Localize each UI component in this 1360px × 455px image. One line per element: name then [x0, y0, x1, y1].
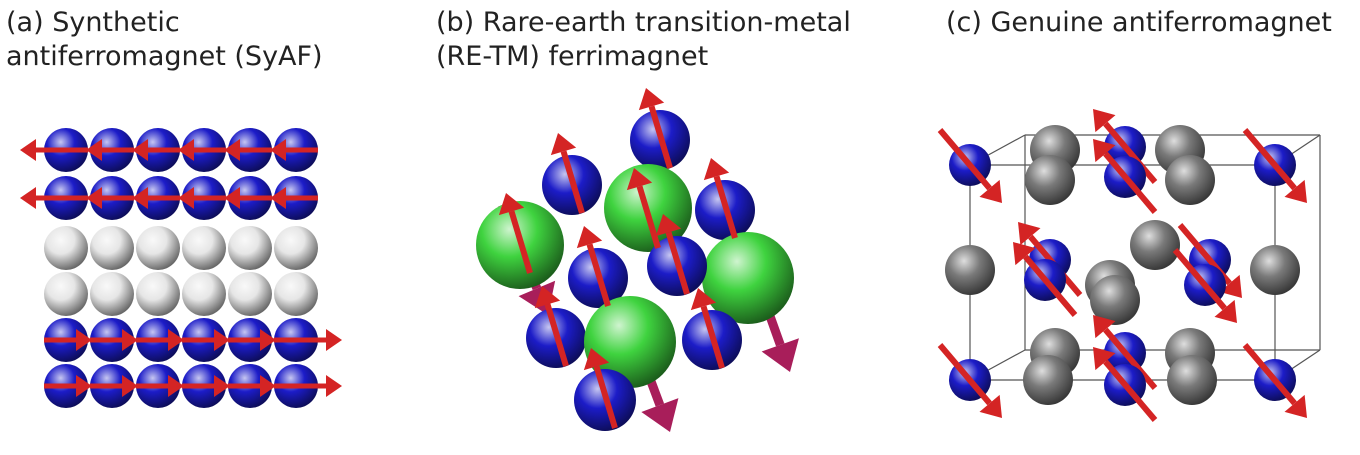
magnetic-moment-arrow	[136, 375, 184, 397]
magnetic-moment-arrow	[274, 329, 342, 351]
re-atom	[584, 296, 676, 388]
magnetic-moment-arrow	[44, 329, 92, 351]
spacer-atom	[44, 272, 88, 316]
magnetic-moment-arrow	[132, 139, 180, 161]
nonmagnetic-atom	[1167, 355, 1217, 405]
nonmagnetic-atom	[1090, 275, 1140, 325]
magnetic-moment-arrow	[132, 187, 180, 209]
nonmagnetic-atom	[1250, 245, 1300, 295]
tm-magnetic-moment-arrow	[690, 288, 725, 369]
magnetic-moment-arrow	[1093, 315, 1158, 390]
magnetic-moment-arrow	[20, 139, 88, 161]
tm-magnetic-moment-arrow	[498, 193, 533, 274]
tm-magnetic-moment-arrow	[638, 88, 673, 169]
spacer-atom	[90, 272, 134, 316]
magnetic-moment-arrow	[136, 329, 184, 351]
magnetic-moment-arrow	[228, 375, 276, 397]
nonmagnetic-atom	[1023, 355, 1073, 405]
nonmagnetic-atom	[1025, 155, 1075, 205]
magnetic-moment-arrow	[228, 329, 276, 351]
magnetic-moment-arrow	[1093, 347, 1158, 422]
spacer-atom	[274, 272, 318, 316]
spacer-atom	[228, 226, 272, 270]
magnetic-moment-arrow	[182, 329, 230, 351]
magnetic-moment-arrow	[224, 139, 272, 161]
genuine-antiferromagnet-illustration	[937, 109, 1321, 422]
spacer-atom	[136, 272, 180, 316]
magnetic-moment-arrow	[86, 187, 134, 209]
magnetic-moment-arrow	[1093, 139, 1158, 214]
magnetic-moment-arrow	[44, 375, 92, 397]
spacer-atom	[44, 226, 88, 270]
magnetic-moment-arrow	[270, 139, 318, 161]
panel-b-title: (b) Rare-earth transition-metal (RE-TM) …	[436, 7, 851, 72]
panel-a-title: (a) Synthetic antiferromagnet (SyAF)	[6, 7, 323, 72]
tm-magnetic-moment-arrow	[703, 158, 738, 239]
tm-magnetic-moment-arrow	[576, 226, 611, 307]
syaf-illustration	[20, 128, 342, 408]
magnetic-moment-arrow	[937, 343, 1002, 418]
nonmagnetic-atom	[1130, 220, 1180, 270]
spacer-atom	[182, 226, 226, 270]
nonmagnetic-atom	[1165, 155, 1215, 205]
magnetic-moment-arrow	[1242, 343, 1307, 418]
magnetic-moment-arrow	[1172, 248, 1237, 323]
tm-magnetic-moment-arrow	[655, 214, 690, 295]
magnetic-moment-arrow	[182, 375, 230, 397]
spacer-atom	[228, 272, 272, 316]
tm-magnetic-moment-arrow	[534, 286, 569, 367]
magnetic-moment-arrow	[90, 329, 138, 351]
spacer-atom	[182, 272, 226, 316]
magnetic-moment-arrow	[1242, 128, 1307, 203]
magnetic-moment-arrow	[1093, 109, 1158, 184]
magnetic-moment-arrow	[1013, 242, 1078, 317]
nonmagnetic-atom	[945, 245, 995, 295]
re-tm-ferrimagnet-illustration	[476, 88, 799, 432]
spacer-atom	[274, 226, 318, 270]
tm-magnetic-moment-arrow	[583, 348, 618, 429]
magnetic-moment-arrow	[937, 128, 1002, 203]
tm-magnetic-moment-arrow	[550, 133, 585, 214]
spacer-atom	[90, 226, 134, 270]
panel-c-title: (c) Genuine antiferromagnet	[946, 7, 1332, 38]
tm-magnetic-moment-arrow	[626, 168, 661, 249]
magnetic-moment-arrow	[178, 187, 226, 209]
re-atom	[702, 232, 794, 324]
magnetic-moment-arrow	[20, 187, 88, 209]
magnetic-moment-arrow	[178, 139, 226, 161]
magnetic-moment-arrow	[86, 139, 134, 161]
magnetic-moment-arrow	[274, 375, 342, 397]
magnetic-moment-arrow	[224, 187, 272, 209]
spacer-atom	[136, 226, 180, 270]
magnetic-moment-arrow	[270, 187, 318, 209]
magnetic-moment-arrow	[90, 375, 138, 397]
